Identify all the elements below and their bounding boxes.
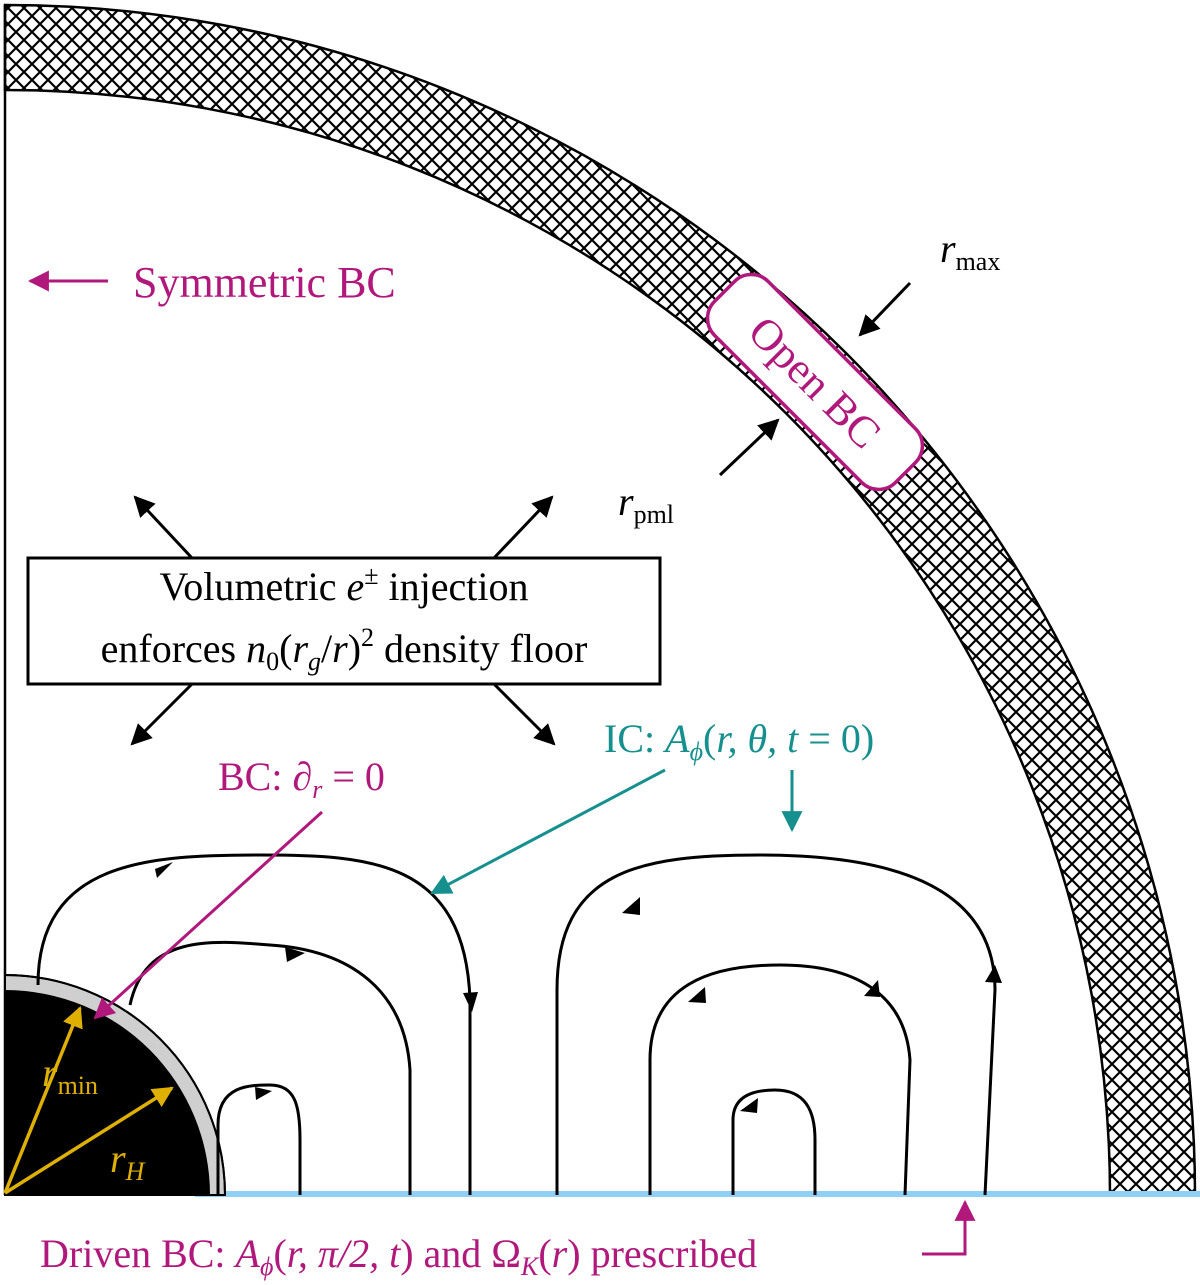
injection-arrow-down-right	[492, 682, 556, 746]
field-direction-arrows	[155, 862, 1002, 1113]
inner-bc-label: BC: ∂r = 0	[218, 754, 385, 804]
driven-bc-arrow	[922, 1199, 976, 1256]
r-pml-label: rpml	[618, 479, 674, 529]
symmetric-bc-label: Symmetric BC	[133, 258, 396, 307]
injection-arrow-up-left	[133, 495, 194, 560]
field-arrow-2	[463, 992, 478, 1012]
field-arrow-3	[285, 947, 305, 962]
r-h-label: rH	[110, 1136, 146, 1186]
field-loop-outer-right	[555, 853, 997, 1196]
field-arrow-9	[740, 1098, 758, 1113]
field-loop-inner-right	[731, 1088, 817, 1195]
ic-label: IC: Aϕ(r, θ, t = 0)	[604, 716, 874, 766]
field-loop-middle-left	[128, 940, 412, 1195]
field-arrow-8	[864, 980, 880, 997]
field-arrow-6	[985, 965, 1002, 983]
field-loops	[36, 853, 997, 1196]
injection-line-2: enforces n0(rg/r)2 density floor	[101, 623, 588, 676]
black-hole-horizon	[5, 990, 210, 1195]
field-loop-inner-left	[216, 1083, 302, 1195]
injection-box	[26, 556, 662, 686]
field-arrow-4	[255, 1087, 272, 1100]
inner-bc-arrow	[93, 810, 324, 1020]
r-max-label: rmax	[940, 226, 1000, 276]
injection-arrow-up-right	[492, 495, 554, 560]
field-loop-outer-left	[36, 853, 472, 1195]
field-arrow-1	[155, 862, 173, 878]
open-bc-box	[705, 272, 925, 492]
r-pml-arrow	[718, 418, 780, 477]
field-loop-middle-right	[648, 963, 912, 1196]
r-h-arrow	[4, 1086, 174, 1195]
ic-arrow-left	[430, 768, 666, 895]
field-arrow-5	[622, 897, 640, 915]
injection-line-1: Volumetric e± injection	[159, 561, 528, 609]
r-min-arrow	[3, 1006, 83, 1194]
driven-bc-label: Driven BC: Aϕ(r, π/2, t) and ΩK(r) presc…	[40, 1231, 757, 1281]
field-arrow-7	[688, 987, 706, 1003]
injection-arrow-down-left	[130, 682, 194, 746]
r-min-label: rmin	[42, 1050, 98, 1100]
r-max-arrow	[858, 281, 912, 337]
